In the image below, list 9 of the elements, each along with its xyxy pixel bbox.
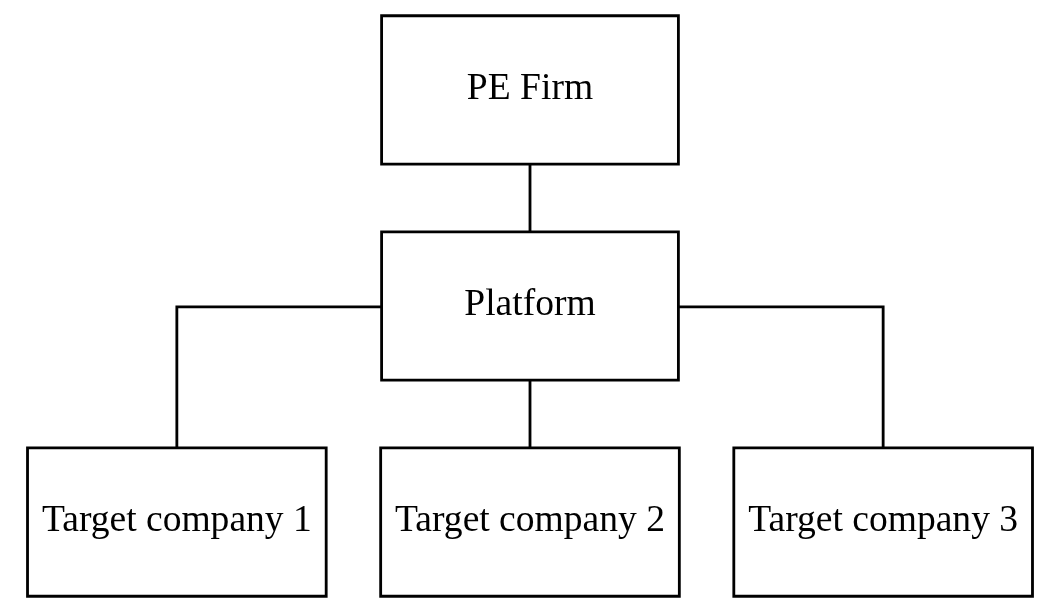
connector bbox=[528, 380, 531, 448]
node-box: Target company 2 bbox=[378, 446, 681, 598]
connector bbox=[528, 164, 531, 232]
node-box: Target company 1 bbox=[25, 446, 328, 598]
node-box: Target company 3 bbox=[731, 446, 1034, 598]
connector bbox=[174, 305, 381, 448]
node-box: PE Firm bbox=[379, 14, 680, 166]
connector bbox=[678, 305, 885, 448]
node-box: Platform bbox=[379, 230, 680, 382]
